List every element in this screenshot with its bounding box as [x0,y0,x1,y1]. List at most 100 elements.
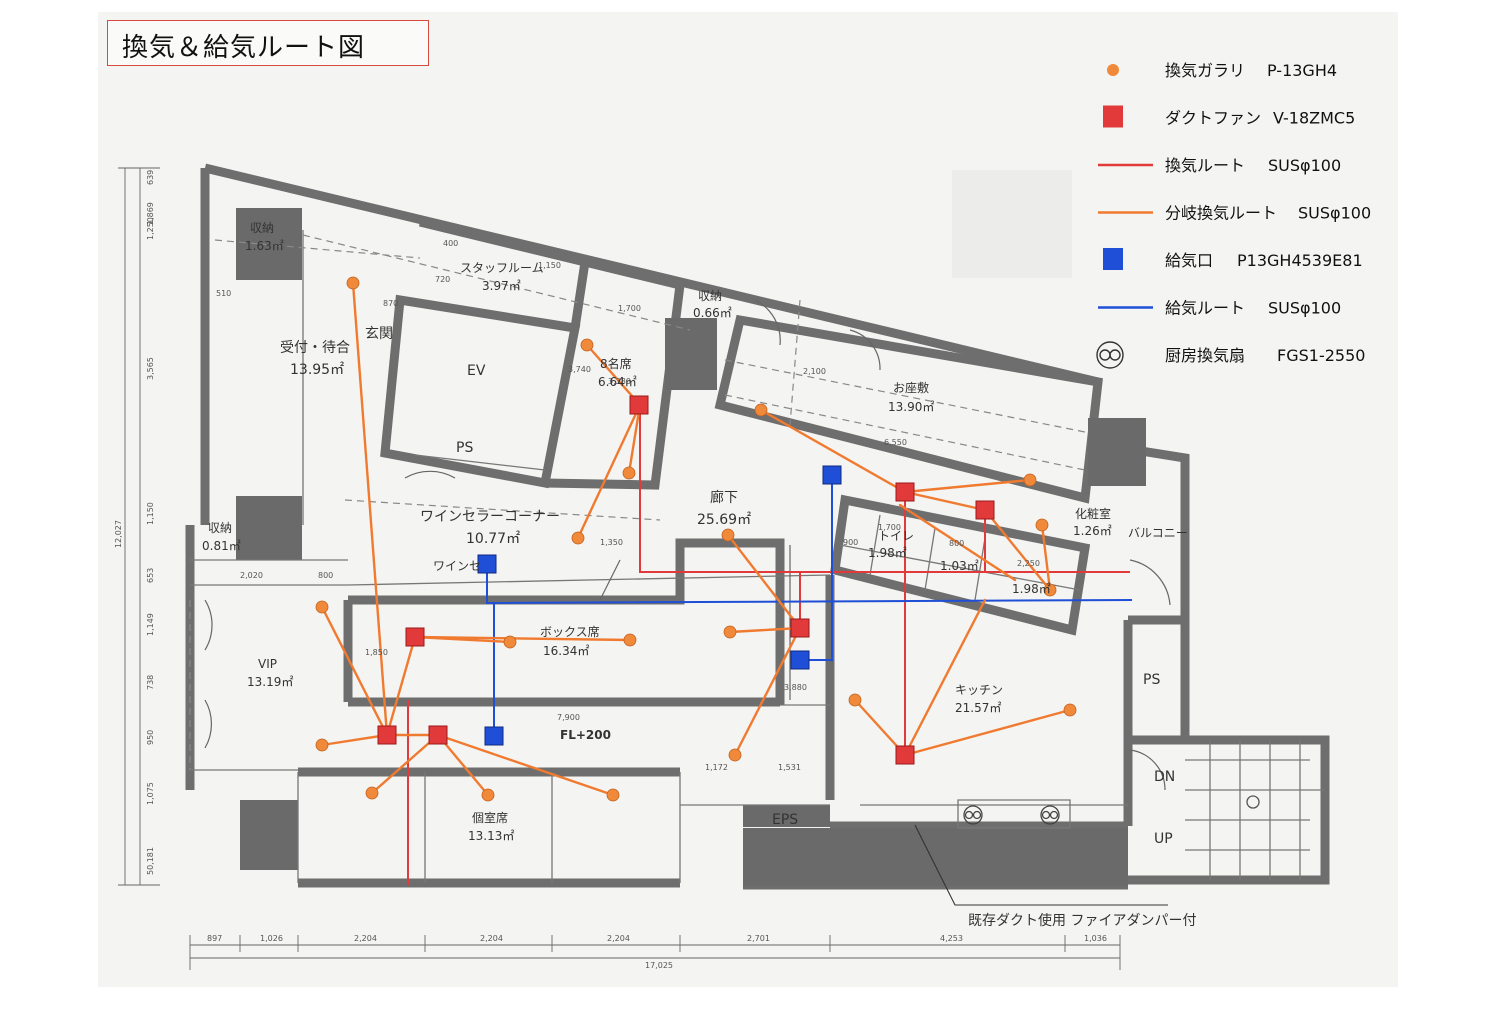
room-storage3-name: 収納 [208,521,232,535]
title-box: 換気＆給気ルート図 [107,20,429,66]
duct-fans [377,395,995,765]
dimension-bottom: 897 [207,934,222,943]
floor-level-label: FL+200 [560,728,611,742]
column-left-bottom [240,800,298,870]
dimension-left: 50,181 [146,847,155,875]
room-storage3-area: 0.81㎡ [202,539,241,553]
room-box-name: ボックス席 [540,624,600,639]
wall-toilets [829,494,1091,636]
garari-point [754,403,768,417]
room-wine-name: ワインセラーコーナー [420,509,560,525]
room-8seat-area: 6.64㎡ [598,375,637,389]
dimension-inner: 1,700 [878,523,901,532]
room-ev-name: EV [467,363,486,379]
orange-dot-icon [1107,64,1119,76]
room-wine-area: 10.77㎡ [466,531,520,547]
garari-point [721,528,735,542]
kitchen-fan-icon [1040,805,1060,825]
duct-fan [377,725,397,745]
dimension-left: 653 [146,568,155,583]
garari-point [606,788,620,802]
room-powder-name: 化粧室 [1075,506,1111,521]
room-powder-area: 1.26㎡ [1073,524,1112,538]
room-storage1-name: 収納 [250,221,274,235]
dimension-inner: 800 [318,571,333,580]
legend-code: SUSφ100 [1268,299,1341,318]
duct-fan [895,745,915,765]
dimension-inner: 900 [843,538,858,547]
supply-route-lines [486,476,1133,735]
walls [185,163,1330,890]
dimension-bottom: 1,036 [1084,934,1107,943]
room-8seat-name: 8名席 [600,356,632,371]
room-wine-small-name: ワインセ [433,559,481,573]
stair-marker-icon [1246,795,1260,809]
dimension-left: 950 [146,730,155,745]
legend-label: 給気口 [1165,251,1213,270]
dimension-bottom: 2,204 [607,934,630,943]
dimension-inner: 1,700 [618,304,641,313]
legend-code: SUSφ100 [1268,156,1341,175]
interior-lines [190,230,1325,883]
dimension-left: 3,565 [146,357,155,380]
room-eps-name: EPS [772,812,798,828]
legend-label: 換気ルート [1165,156,1245,175]
room-private-area: 13.13㎡ [468,829,514,843]
duct-fan [629,395,649,415]
dimension-inner: 1,850 [365,648,388,657]
legend-label: ダクトファン [1165,109,1261,128]
dimension-lines [118,167,1121,970]
room-toilet1-area: 1.98㎡ [868,546,907,560]
garari-point [580,338,594,352]
dimension-left: 738 [146,675,155,690]
legend-code: P13GH4539E81 [1237,251,1363,270]
dimension-left: 1,869 [146,202,155,225]
garari-point [848,693,862,707]
dimension-inner: 720 [435,275,450,284]
room-staff-name: スタッフルーム [460,261,544,275]
room-corridor-area: 25.69㎡ [697,512,751,528]
garari-points [315,276,1077,802]
dimension-inner: 1,150 [538,261,561,270]
room-box-area: 16.34㎡ [543,644,589,658]
room-storage1-area: 1.63㎡ [245,239,284,253]
dimension-total: 17,025 [645,961,673,970]
dimension-left: 639 [146,170,155,185]
garari-point [346,276,360,290]
legend-label: 分岐換気ルート [1165,204,1277,223]
dimension-bottom: 1,026 [260,934,283,943]
duct-fan [405,627,425,647]
dimension-bottom: 2,204 [480,934,503,943]
kitchen-fan-icon [963,805,983,825]
dimension-bottom: 4,253 [940,934,963,943]
dimension-left: 1,149 [146,613,155,636]
dimension-inner: 1,531 [778,763,801,772]
wall-box-top [348,538,785,705]
shaft-eps [743,828,1128,886]
blue-square-icon [1103,248,1123,270]
legend-code: P-13GH4 [1267,61,1337,80]
garari-point [481,788,495,802]
legend-backdrop [952,170,1072,278]
room-private-name: 個室席 [472,810,508,825]
room-kitchen-area: 21.57㎡ [955,701,1001,715]
garari-point [1035,518,1049,532]
garari-point [315,600,329,614]
dimension-inner: 3,740 [568,365,591,374]
room-reception-area: 13.95㎡ [290,362,344,378]
column-storage1 [236,208,302,280]
garari-point [622,466,636,480]
duct-fan [428,725,448,745]
room-kitchen-name: キッチン [955,683,1003,697]
dimension-inner: 3,880 [784,683,807,692]
dimension-inner: 400 [443,239,458,248]
room-vip-name: VIP [258,657,277,671]
kitchen-fan-icon [1096,341,1124,369]
garari-point [315,738,329,752]
dimension-left: 1,250 [146,217,155,240]
